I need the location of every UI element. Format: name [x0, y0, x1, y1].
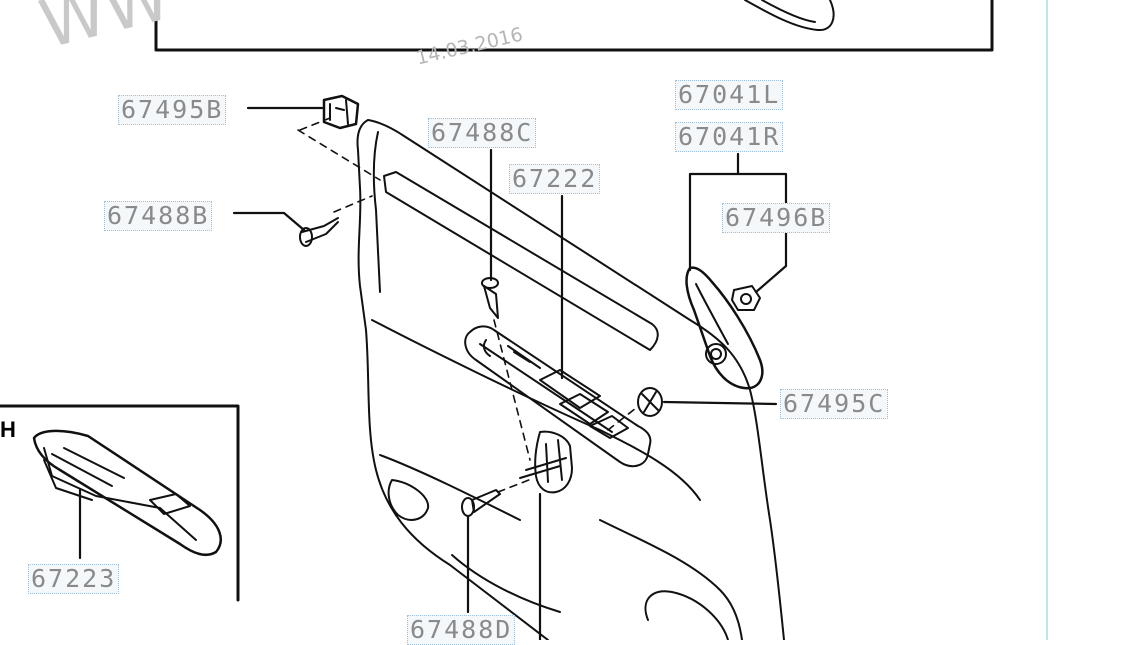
callout-67495b[interactable]: 67495B [118, 95, 227, 125]
callout-67495c[interactable]: 67495C [780, 389, 889, 419]
callout-67488d[interactable]: 67488D [407, 615, 516, 645]
page-edge-rule [1046, 0, 1048, 640]
callout-67496b[interactable]: 67496B [722, 203, 831, 233]
top-inset-frame [154, 0, 994, 52]
callout-67222[interactable]: 67222 [509, 164, 601, 194]
callout-67041r[interactable]: 67041R [675, 122, 784, 152]
callout-67223[interactable]: 67223 [28, 564, 120, 594]
grip-67041 [685, 266, 764, 390]
screw-67488b [299, 217, 339, 247]
clip-67495b [322, 94, 360, 130]
callout-67488b[interactable]: 67488B [104, 201, 213, 231]
inset-h-frame [0, 404, 240, 602]
part-67223 [32, 429, 222, 556]
callout-67488c[interactable]: 67488C [428, 118, 537, 148]
view-marker-h: H [0, 417, 16, 442]
callout-67041l[interactable]: 67041L [675, 80, 784, 110]
leader-lines [78, 106, 788, 640]
switch-bezel [464, 325, 652, 468]
clip-67496b [731, 285, 761, 311]
clip-67495c [637, 387, 663, 417]
door-trim-panel [356, 119, 785, 640]
assembly-dashes [297, 117, 637, 493]
screw-67488c [481, 277, 499, 319]
handle-cup [519, 430, 573, 494]
